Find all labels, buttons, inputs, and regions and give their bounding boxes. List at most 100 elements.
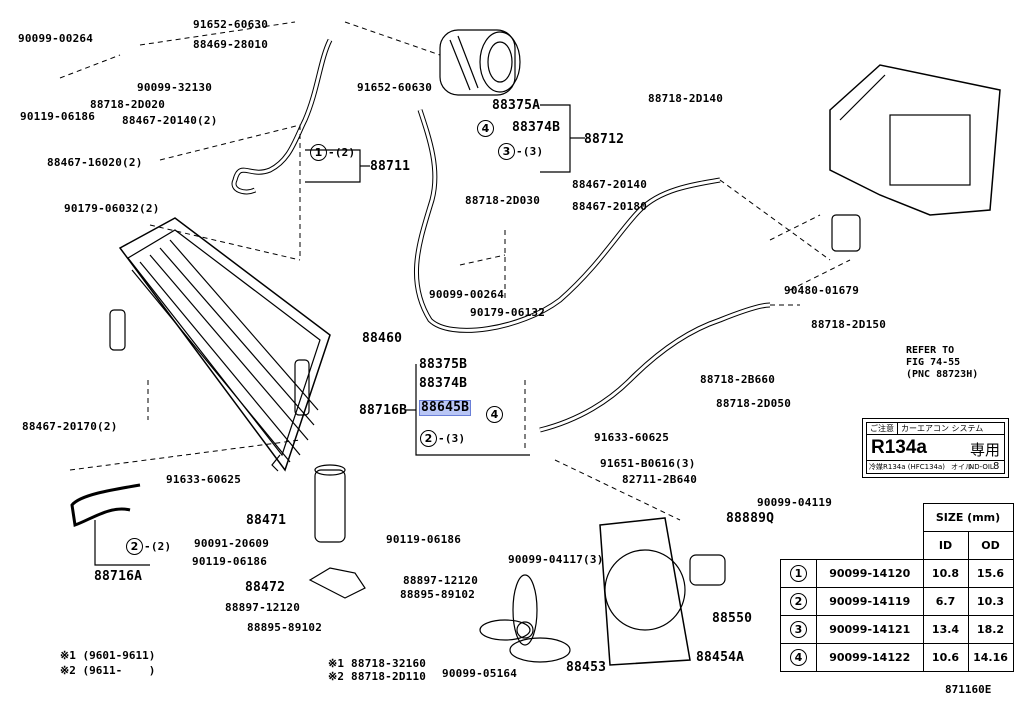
part-label: 88718-2D150 (811, 318, 887, 331)
size-table-title: SIZE (mm) (922, 503, 1014, 532)
footnotes: ※1 (9601-9611) ※2 (9611- ) (60, 648, 155, 678)
refer-note: REFER TO FIG 74-55 (PNC 88723H) (906, 345, 978, 381)
size-ref-circle: 4 (477, 120, 494, 137)
part-label: 88467-16020(2) (47, 156, 143, 169)
row-part-number: 90099-14120 (816, 559, 924, 588)
label-dedicated: 専用 (969, 441, 1000, 459)
highlighted-part-label[interactable]: 88645B (419, 400, 472, 416)
fan-shroud-drawing (599, 517, 726, 666)
size-ref-circle: 3 (498, 143, 515, 160)
row-id: 6.7 (922, 587, 969, 616)
refer-line: REFER TO (906, 345, 955, 356)
row-number: 3 (790, 621, 807, 638)
label-refrigerant: R134a (871, 437, 927, 458)
compressor-drawing (439, 29, 521, 96)
part-label: 90099-32130 (137, 81, 213, 94)
footnote: ※1 (9601-9611) (60, 649, 156, 662)
table-row: 1 90099-14120 10.8 15.6 (780, 559, 1014, 588)
part-label: 90099-04119 (757, 496, 833, 509)
label-system: カーエアコン システム (901, 424, 984, 433)
size-table-header: ID (922, 531, 969, 560)
part-label: 88889Q (726, 511, 775, 526)
part-label: 91651-B0616(3) (600, 457, 696, 470)
part-label: 88718-2D140 (648, 92, 724, 105)
size-table-header: OD (967, 531, 1014, 560)
table-row: 4 90099-14122 10.6 14.16 (780, 643, 1014, 672)
part-label: 88375B (419, 357, 468, 372)
row-id: 10.8 (922, 559, 969, 588)
reference-lines (59, 21, 851, 521)
part-label: 90099-00264 (429, 288, 505, 301)
part-label: 88897-12120 (403, 574, 479, 587)
row-od: 18.2 (967, 615, 1014, 644)
label-refrigerant-type: R134a (HFC134a) (883, 463, 946, 471)
refrigerant-label: ご注意カーエアコン システム R134a 専用 冷媒 R134a (HFC134… (862, 418, 1009, 478)
part-label: 88711 (370, 159, 411, 174)
part-label: 88718-2B660 (700, 373, 776, 386)
row-part-number: 90099-14119 (816, 587, 924, 616)
part-label: 90480-01679 (784, 284, 860, 297)
table-row: 3 90099-14121 13.4 18.2 (780, 615, 1014, 644)
row-od: 15.6 (967, 559, 1014, 588)
pipe-88712 (413, 109, 721, 333)
part-label: -(3) (516, 145, 544, 158)
evaporator-unit-drawing (829, 64, 1001, 252)
pipe-88716a (70, 483, 141, 527)
row-part-number: 90099-14121 (816, 615, 924, 644)
part-label: 88716B (359, 403, 408, 418)
part-label: -(2) (328, 146, 356, 159)
part-label: 91633-60625 (166, 473, 242, 486)
part-label: 88469-28010 (193, 38, 269, 51)
label-oil-number: 8 (993, 461, 1000, 472)
part-label: 91652-60630 (193, 18, 269, 31)
part-label: 88895-89102 (400, 588, 476, 601)
part-label: 88897-12120 (225, 601, 301, 614)
row-id: 13.4 (922, 615, 969, 644)
part-label: 88718-2D030 (465, 194, 541, 207)
row-id: 10.6 (922, 643, 969, 672)
part-label: -(3) (438, 432, 466, 445)
row-number: 1 (790, 565, 807, 582)
part-label: -(2) (144, 540, 172, 553)
footnote: ※2 (9611- ) (60, 664, 156, 677)
part-label: 90119-06186 (192, 555, 268, 568)
part-label: 91652-60630 (357, 81, 433, 94)
group-brackets (94, 104, 585, 566)
part-label: 88374B (419, 376, 468, 391)
condenser-drawing (109, 217, 331, 472)
part-label: 88460 (362, 331, 403, 346)
size-ref-circle: 2 (420, 430, 437, 447)
part-label: 88718-2D020 (90, 98, 166, 111)
row-number: 2 (790, 593, 807, 610)
row-od: 14.16 (967, 643, 1014, 672)
part-label: 82711-2B640 (622, 473, 698, 486)
row-part-number: 90099-14122 (816, 643, 924, 672)
part-label: 90119-06186 (20, 110, 96, 123)
part-label: 88895-89102 (247, 621, 323, 634)
label-refrigerant-caption: 冷媒 (869, 463, 883, 471)
part-label: 88550 (712, 611, 753, 626)
part-label: 90091-20609 (194, 537, 270, 550)
part-label: 90179-06032(2) (64, 202, 160, 215)
refer-line: (PNC 88723H) (906, 369, 979, 380)
part-label: 88467-20170(2) (22, 420, 118, 433)
part-label: 90179-06132 (470, 306, 546, 319)
label-caution: ご注意 (867, 423, 898, 434)
figure-number: 871160E (945, 683, 992, 696)
part-label: 88712 (584, 132, 625, 147)
part-label: 88718-2D050 (716, 397, 792, 410)
part-label: 88467-20140 (572, 178, 648, 191)
part-label: 88471 (246, 513, 287, 528)
fan-blade-drawing (479, 574, 571, 663)
part-label: 88453 (566, 660, 607, 675)
part-label: 91633-60625 (594, 431, 670, 444)
part-label: 88375A (492, 98, 541, 113)
size-ref-circle: 1 (310, 144, 327, 161)
part-label: 90099-04117(3) (508, 553, 604, 566)
size-ref-circle: 4 (486, 406, 503, 423)
bracket-drawing (308, 567, 366, 599)
part-label: 90099-00264 (18, 32, 94, 45)
table-row: 2 90099-14119 6.7 10.3 (780, 587, 1014, 616)
pipe-88716b (539, 302, 771, 433)
